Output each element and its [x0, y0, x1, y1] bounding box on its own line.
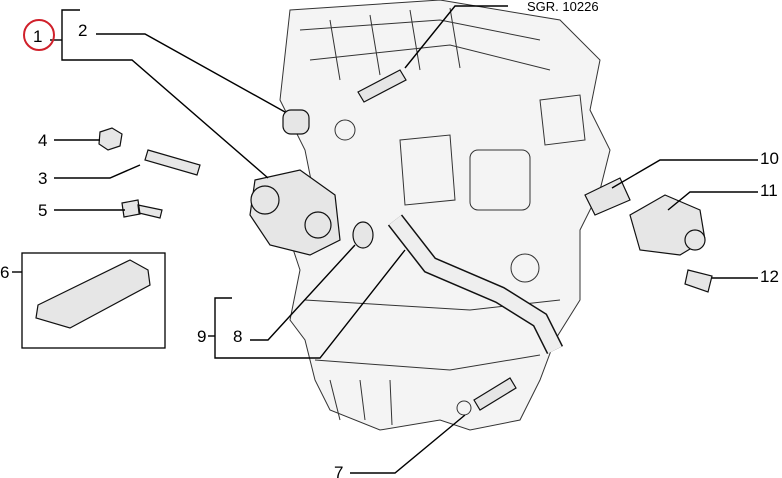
- water-pump: [249, 169, 341, 256]
- callout-2[interactable]: 2: [78, 21, 87, 40]
- bolt-part-5: [121, 199, 163, 219]
- leader-lines: [12, 5, 758, 474]
- callout-10[interactable]: 10: [760, 149, 779, 168]
- gasket-ring-8: [352, 221, 374, 249]
- sealant-kit-box: [21, 252, 166, 349]
- stud-part-3: [144, 149, 201, 176]
- gasket-part-10: [584, 177, 631, 216]
- bolt-part-12: [684, 269, 713, 293]
- callout-1[interactable]: 1: [33, 27, 42, 46]
- callout-6[interactable]: 6: [0, 263, 9, 282]
- callout-5[interactable]: 5: [38, 201, 47, 220]
- callout-7[interactable]: 7: [334, 463, 343, 478]
- nut-part-4: [98, 127, 123, 151]
- reference-code: SGR. 10226: [527, 0, 599, 14]
- callout-11[interactable]: 11: [760, 181, 778, 200]
- coolant-pipe: [387, 214, 564, 355]
- callout-8[interactable]: 8: [233, 327, 242, 346]
- callout-4[interactable]: 4: [38, 131, 47, 150]
- highlight-circle: [23, 19, 55, 51]
- bolt-part-7: [473, 377, 517, 411]
- thermostat-housing-11: [629, 194, 706, 256]
- sleeve-part-2: [282, 109, 310, 135]
- callout-9[interactable]: 9: [197, 327, 206, 346]
- callout-12[interactable]: 12: [760, 267, 779, 286]
- temperature-sensor: [357, 69, 407, 103]
- callout-3[interactable]: 3: [38, 169, 47, 188]
